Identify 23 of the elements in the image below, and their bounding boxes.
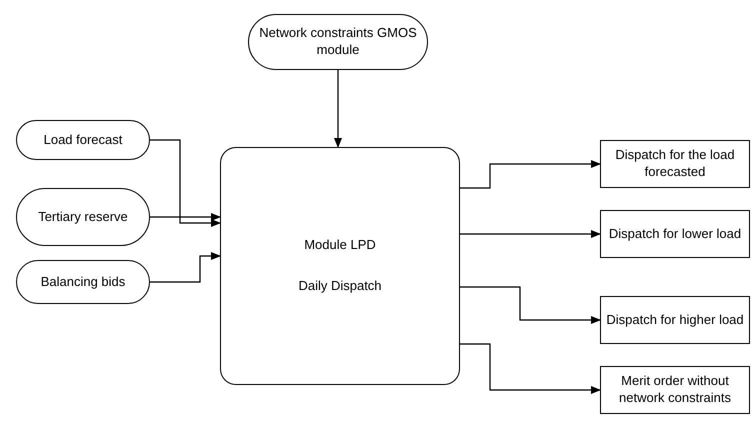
node-label: Module LPD (304, 237, 376, 254)
node-label: Network constraints GMOS module (258, 25, 418, 59)
arrow (150, 252, 221, 283)
output-box (600, 366, 750, 414)
node-label: Load forecast (44, 132, 122, 148)
arrow (460, 230, 601, 238)
node-label: Balancing bids (40, 274, 126, 290)
arrow (150, 139, 221, 227)
node-label: Dispatch for higher load (606, 312, 744, 328)
arrow (334, 70, 342, 148)
node-label: Daily Dispatch (298, 278, 382, 295)
output-box (600, 210, 750, 258)
process-box (220, 147, 460, 385)
arrow (150, 213, 221, 221)
node-label: Dispatch for lower load (608, 226, 742, 242)
output-box (600, 140, 750, 188)
arrow (460, 160, 601, 189)
arrow (460, 286, 601, 324)
node-label: Tertiary reserve (38, 208, 128, 226)
node-label: Merit order without network constraints (618, 373, 732, 407)
node-label: Dispatch for the load forecasted (614, 147, 736, 181)
arrow (460, 343, 601, 394)
output-box (600, 296, 750, 344)
